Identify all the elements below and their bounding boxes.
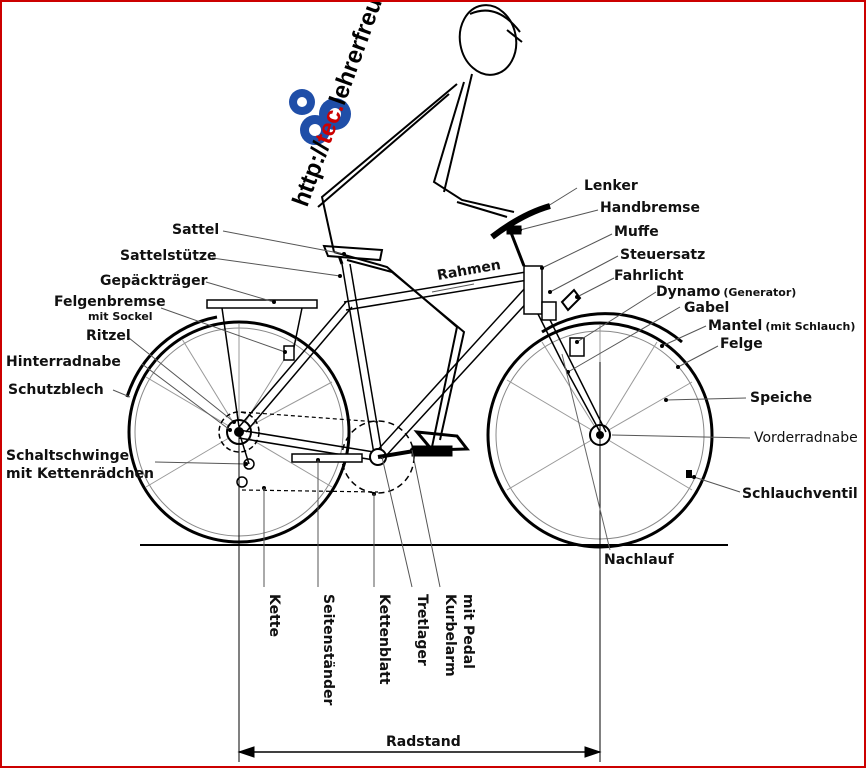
label-speiche: Speiche: [750, 390, 812, 406]
label-hinterradnabe: Hinterradnabe: [6, 354, 121, 370]
label-lenker: Lenker: [584, 178, 638, 194]
label-rahmen: Rahmen: [436, 257, 502, 284]
label-steuersatz: Steuersatz: [620, 247, 705, 263]
chain: [242, 412, 378, 492]
label-felge: Felge: [720, 336, 763, 352]
label-kurbelarm-sub: mit Pedal: [460, 594, 476, 669]
label-felgenbremse-sub: mit Sockel: [88, 310, 153, 323]
label-schlauchventil: Schlauchventil: [742, 486, 858, 502]
label-muffe: Muffe: [614, 224, 659, 240]
label-sattel: Sattel: [172, 222, 219, 238]
label-ritzel: Ritzel: [86, 328, 131, 344]
label-handbremse: Handbremse: [600, 200, 700, 216]
label-kurbelarm: Kurbelarm: [442, 594, 458, 677]
valve: [686, 470, 692, 478]
label-felgenbremse: Felgenbremse: [54, 294, 166, 310]
label-tretlager: Tretlager: [414, 594, 430, 666]
label-fahrlicht: Fahrlicht: [614, 268, 684, 284]
label-gepaecktraeger: Gepäckträger: [100, 273, 208, 289]
label-gabel: Gabel: [684, 300, 729, 316]
label-schaltschwinge: Schaltschwinge: [6, 448, 129, 464]
label-kette: Kette: [266, 594, 282, 637]
label-mantel: Mantel(mit Schlauch): [708, 318, 855, 334]
kickstand: [292, 454, 362, 462]
label-kettenblatt: Kettenblatt: [376, 594, 392, 685]
dimension-lines: [239, 354, 610, 762]
label-radstand: Radstand: [386, 734, 461, 750]
label-dynamo: Dynamo(Generator): [656, 284, 796, 300]
label-sattelstuetze: Sattelstütze: [120, 248, 217, 264]
label-schutzblech: Schutzblech: [8, 382, 104, 398]
headlight: [562, 290, 580, 310]
label-nachlauf: Nachlauf: [604, 552, 675, 568]
rear-rack: [207, 300, 317, 427]
label-vorderradnabe: Vorderradnabe: [754, 430, 858, 446]
label-schaltschwinge-sub: mit Kettenrädchen: [6, 466, 154, 482]
label-seitenstaender: Seitenständer: [320, 594, 336, 705]
